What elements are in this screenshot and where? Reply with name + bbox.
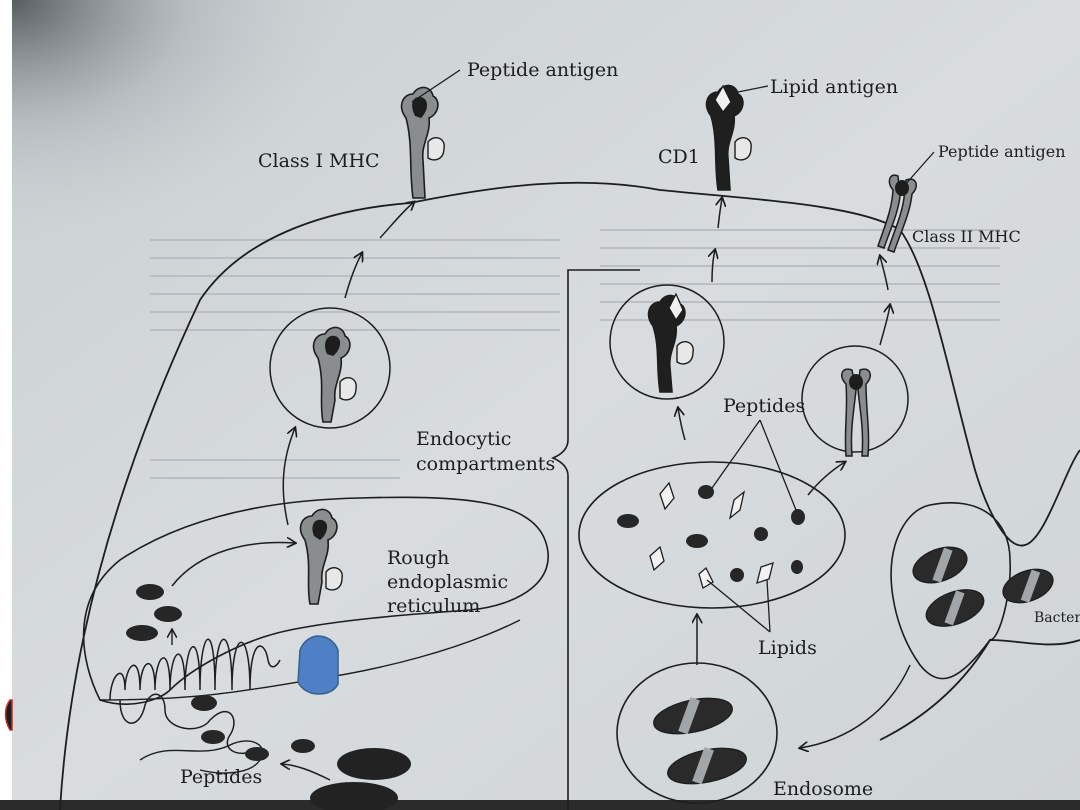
label-rough-er-line3: reticulum (387, 595, 480, 617)
label-endocytic-line1: Endocytic (416, 428, 511, 450)
label-bacteria: Bacteria (1034, 610, 1080, 626)
proteasome-bodies (310, 748, 411, 810)
endosome-bacterium-1 (653, 697, 733, 735)
phagosome (890, 502, 1011, 680)
cytosol-peptides (126, 584, 315, 761)
arrow-cd1-3 (718, 198, 722, 229)
er-bottom-tubule (139, 740, 264, 774)
label-peptide-antigen-top: Peptide antigen (467, 59, 618, 81)
bacterium-2 (925, 589, 985, 627)
label-cd1: CD1 (658, 146, 700, 168)
arrow-bottom-peptides (282, 764, 331, 781)
cd1-vesicle (609, 284, 725, 400)
label-class2-mhc: Class II MHC (912, 227, 1021, 246)
cd1-in-vesicle (647, 292, 694, 393)
endocytic-bracket (550, 269, 640, 810)
label-rough-er-line2: endoplasmic (387, 571, 508, 593)
er-folds (109, 638, 281, 701)
endosome-bacterium-2 (667, 747, 747, 785)
class1-mhc-in-vesicle (312, 326, 357, 423)
peptides-leader-lines (711, 419, 797, 511)
lipid-antigen-leader (727, 85, 769, 95)
class2-in-vesicle (841, 368, 871, 457)
endosome-bacteria (653, 697, 747, 785)
edge-fragment-marker (4, 699, 13, 731)
bacterium-1 (912, 546, 968, 584)
label-peptide-antigen-right: Peptide antigen (938, 142, 1066, 161)
label-peptides-center: Peptides (723, 395, 805, 417)
arrow-class2-2 (879, 305, 890, 346)
peptide-antigen-right-leader (903, 151, 935, 187)
bottom-dark-strip (0, 800, 1080, 810)
class1-mhc-in-er (299, 508, 343, 605)
peptide-antigen-leader-top (411, 69, 461, 103)
cd1-on-surface (705, 84, 752, 191)
lipids-leader-lines (706, 579, 771, 633)
endocytic-compartment (578, 461, 846, 609)
rough-er-outline (82, 496, 549, 705)
arrow-vesicle-to-surface-1 (344, 253, 362, 299)
class1-vesicle (269, 307, 391, 429)
arrow-vesicle-to-surface-2 (379, 202, 414, 239)
class2-vesicle (801, 345, 909, 453)
shadow-overlay (12, 0, 612, 420)
label-lipid-antigen: Lipid antigen (770, 76, 898, 98)
compartment-lipids (649, 481, 774, 589)
left-white-margin (0, 0, 12, 810)
label-rough-er-line1: Rough (387, 547, 449, 569)
bacterium-3 (1002, 568, 1054, 604)
arrow-class2-3 (880, 256, 889, 291)
arrow-cd1-2 (712, 250, 715, 283)
label-endosome: Endosome (773, 778, 873, 800)
bacteria-group (912, 546, 1054, 627)
compartment-peptides (617, 485, 805, 582)
arrow-er-to-vesicle (282, 428, 295, 526)
label-peptides-bottom: Peptides (180, 766, 262, 788)
label-lipids: Lipids (758, 637, 817, 659)
arrow-class2-1 (807, 462, 845, 496)
arrow-phagosome-to-endosome (800, 664, 911, 748)
class1-mhc-on-surface (400, 86, 445, 199)
er-lower-folds (119, 693, 261, 754)
arrow-cd1-1 (678, 408, 686, 441)
label-class1-mhc: Class I MHC (258, 150, 380, 172)
arrow-cytosol-to-er (171, 542, 295, 587)
blue-marker-shape (297, 635, 339, 695)
label-endocytic-line2: compartments (416, 453, 555, 475)
endosome (616, 662, 778, 804)
